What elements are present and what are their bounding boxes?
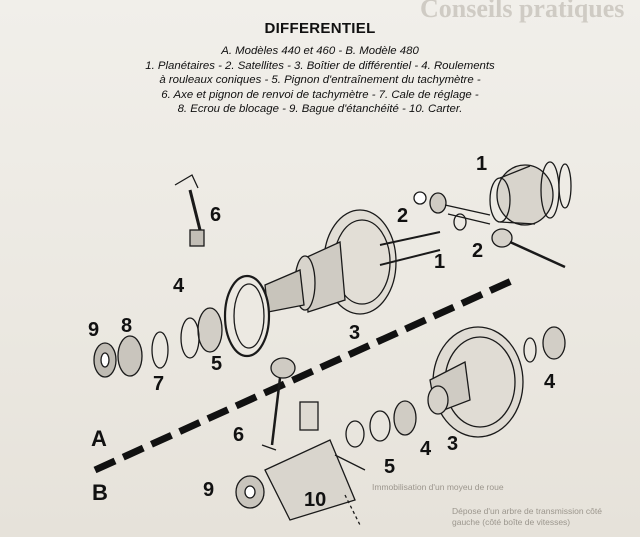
planetary-gear-top: [489, 161, 572, 226]
casing-b: [235, 401, 366, 526]
caption-line-5: 8. Ecrou de blocage - 9. Bague d'étanché…: [177, 103, 463, 116]
satellite-gears-a: [413, 191, 566, 269]
faint-caption-right-1: Dépose d'un arbre de transmission côté: [452, 506, 602, 516]
callout-4-a: 4: [173, 275, 185, 297]
diagram-title: DIFFERENTIEL: [264, 20, 376, 37]
caption-line-4: 6. Axe et pignon de renvoi de tachymètre…: [161, 88, 479, 101]
callout-1-mid: 1: [434, 251, 446, 273]
bearing-cup-a: [223, 274, 271, 358]
faint-caption-center: Immobilisation d'un moyeu de roue: [372, 482, 504, 492]
callout-8-a: 8: [121, 315, 133, 337]
callout-6-a: 6: [210, 204, 222, 226]
callout-9-b: 9: [203, 479, 215, 501]
callout-1-top: 1: [476, 153, 488, 175]
caption-line-2: 1. Planétaires - 2. Satellites - 3. Boît…: [145, 59, 495, 72]
callout-4-b-right: 4: [544, 371, 556, 393]
faint-caption-right-2: gauche (côté boîte de vitesses): [452, 517, 571, 527]
speedometer-shaft-b: [261, 357, 296, 451]
speedometer-shaft-a: [174, 174, 205, 247]
caption-line-models: A. Modèles 440 et 460 - B. Modèle 480: [221, 45, 419, 57]
callout-7-a: 7: [153, 373, 165, 395]
differential-housing-b: [427, 326, 524, 438]
background-page-title: Conseils pratiques: [420, 0, 625, 23]
callout-6-b: 6: [233, 424, 245, 446]
callout-5-a: 5: [211, 353, 223, 375]
bearing-b-mid: [345, 400, 417, 448]
model-label-b: B: [92, 480, 108, 505]
callout-3-b: 3: [447, 433, 459, 455]
bearing-stack-a: [93, 307, 223, 378]
model-label-a: A: [91, 426, 107, 451]
bearing-b-right: [523, 326, 566, 363]
callout-2-right: 2: [472, 240, 484, 262]
differential-housing-a: [264, 209, 441, 315]
callout-9-a: 9: [88, 319, 100, 341]
callout-3-a: 3: [349, 322, 361, 344]
callout-2-left: 2: [397, 205, 409, 227]
callout-10-b: 10: [304, 489, 327, 511]
diagram-caption: A. Modèles 440 et 460 - B. Modèle 480 1.…: [100, 44, 540, 117]
callout-4-b-mid: 4: [420, 438, 432, 460]
caption-line-3: à rouleaux coniques - 5. Pignon d'entraî…: [159, 74, 481, 87]
section-divider-line: [93, 274, 520, 474]
callout-5-b: 5: [384, 456, 396, 478]
